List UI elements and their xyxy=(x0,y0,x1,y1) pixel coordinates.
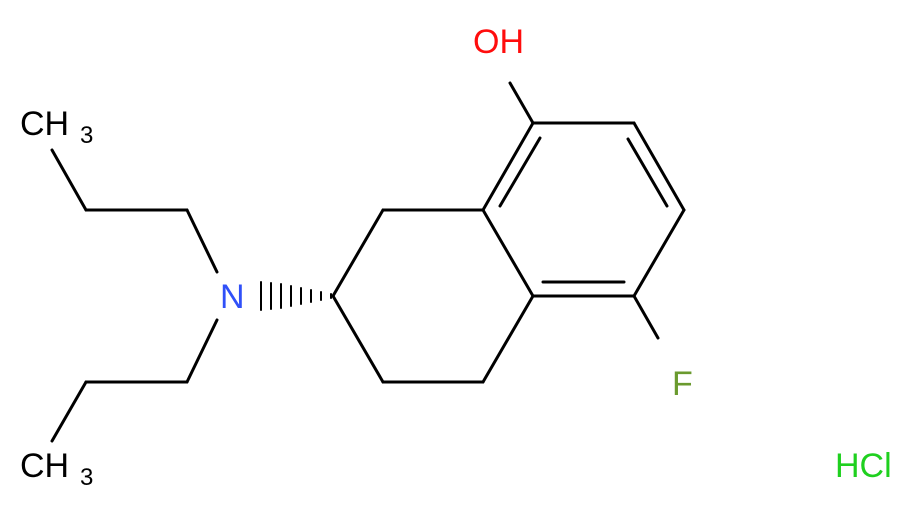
methyl-top-label: CH xyxy=(20,105,69,143)
bond-c8-oh xyxy=(508,81,535,125)
bond-cb1-cc1 xyxy=(50,148,88,212)
bond-c6-c5 xyxy=(632,208,686,298)
propyl-chain-top xyxy=(50,148,219,274)
aromatic-ring xyxy=(481,121,686,298)
methyl-bottom-label: CH xyxy=(20,447,69,485)
hydroxyl-label: OH xyxy=(473,23,524,61)
propyl-chain-bottom xyxy=(50,318,219,443)
bond-n-ca2 xyxy=(185,318,219,384)
methyl-bottom-subscript: 3 xyxy=(80,464,93,491)
bond-c4-c4a xyxy=(481,294,535,384)
bond-c4a-c8a xyxy=(481,208,535,298)
bond-c8a-c8-inner xyxy=(498,136,542,208)
bond-c7-c6-inner xyxy=(626,137,669,208)
bond-c7-c6 xyxy=(632,121,686,212)
saturated-ring xyxy=(331,208,535,384)
methyl-top-subscript: 3 xyxy=(80,122,93,149)
fluorine-label: F xyxy=(672,365,693,403)
bond-n-ca1 xyxy=(185,208,219,274)
bond-c1-c2 xyxy=(331,208,385,298)
hashed-wedge-bond xyxy=(260,281,332,311)
bond-c8a-c8 xyxy=(481,121,535,212)
nitrogen-label: N xyxy=(220,278,245,316)
bond-cb2-cc2 xyxy=(50,380,88,443)
salt-label: HCl xyxy=(835,447,892,485)
bond-c5-f xyxy=(632,294,660,340)
bond-c2-c3 xyxy=(331,294,385,384)
